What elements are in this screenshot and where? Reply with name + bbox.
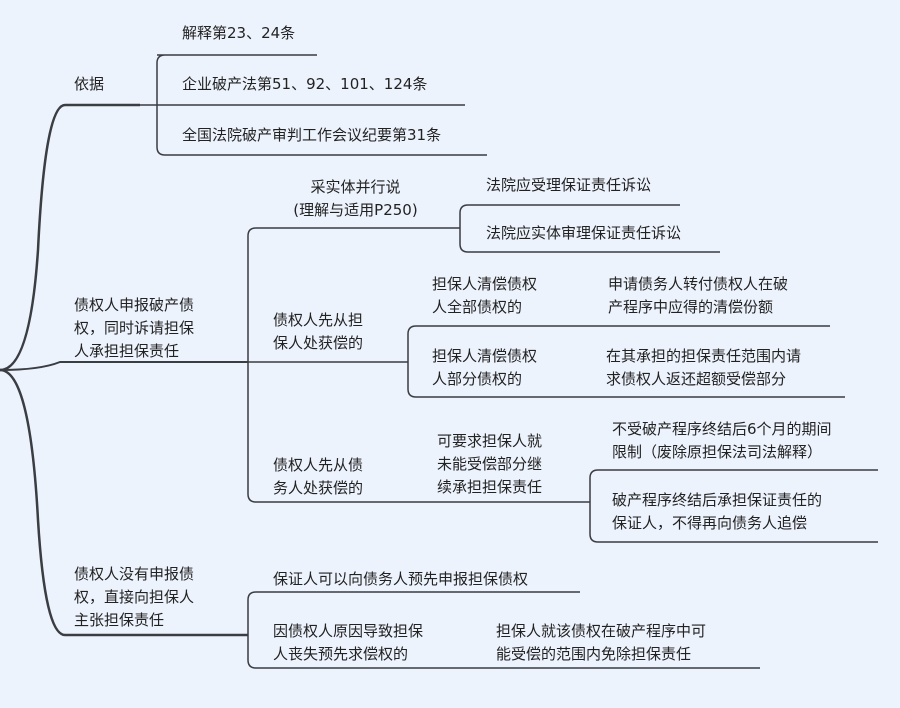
not-declared-item[interactable]: 保证人可以向债务人预先申报担保债权 [273,570,529,588]
node-lost-recourse[interactable]: 因债权人原因导致担保 人丧失预先求偿权的 [273,622,424,663]
basis-item[interactable]: 企业破产法第51、92、101、124条 [182,75,428,93]
lost-recourse-result[interactable]: 担保人就该债权在破产程序中可 能受偿的范围内免除担保责任 [496,622,707,663]
debtor-item[interactable]: 破产程序终结后承担保证责任的 保证人，不得再向债务人追偿 [612,491,823,532]
node-partial-payment[interactable]: 担保人清偿债权 人部分债权的 [432,347,538,388]
node-full-payment[interactable]: 担保人清偿债权 人全部债权的 [432,275,538,316]
substantive-item[interactable]: 法院应受理保证责任诉讼 [486,176,652,194]
debtor-item[interactable]: 不受破产程序终结后6个月的期间 限制（废除原担保法司法解释） [612,420,832,461]
full-payment-result[interactable]: 申请债务人转付债权人在破 产程序中应得的清偿份额 [608,275,789,316]
substantive-item[interactable]: 法院应实体审理保证责任诉讼 [486,224,682,242]
partial-payment-result[interactable]: 在其承担的担保责任范围内请 求债权人返还超额受偿部分 [606,347,802,388]
node-not-declared[interactable]: 债权人没有申报债 权，直接向担保人 主张担保责任 [74,565,195,629]
node-substantive[interactable]: 采实体并行说 (理解与适用P250) [293,178,418,219]
basis-item[interactable]: 解释第23、24条 [182,24,296,42]
node-basis[interactable]: 依据 [74,75,105,93]
node-from-guarantor[interactable]: 债权人先从担 保人处获偿的 [273,311,364,352]
node-from-debtor[interactable]: 债权人先从债 务人处获偿的 [273,456,364,497]
node-declared[interactable]: 债权人申报破产债 权，同时诉请担保 人承担担保责任 [74,296,195,360]
node-continue-liability[interactable]: 可要求担保人就 未能受偿部分继 续承担担保责任 [437,432,543,496]
basis-item[interactable]: 全国法院破产审判工作会议纪要第31条 [182,126,442,144]
